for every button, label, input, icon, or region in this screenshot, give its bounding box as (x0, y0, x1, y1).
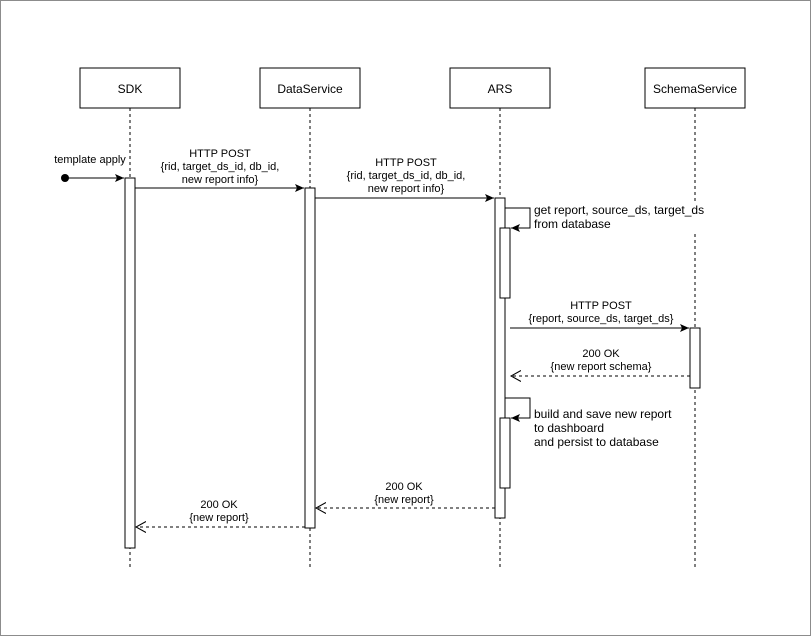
participant-label: DataService (277, 82, 343, 96)
message-label: get report, source_ds, target_ds (534, 203, 704, 217)
message-label: template apply (54, 154, 126, 166)
message-label: {report, source_ds, target_ds} (529, 313, 674, 325)
participant-sdk[interactable]: SDK (79, 67, 181, 109)
message-label: build and save new report (534, 407, 672, 421)
message-ars-self-get: get report, source_ds, target_ds from da… (505, 201, 704, 232)
message-ars-to-dataservice: 200 OK {new report} (316, 478, 495, 508)
message-dataservice-to-ars: HTTP POST {rid, target_ds_id, db_id, new… (315, 155, 494, 202)
participant-label: SchemaService (653, 82, 737, 96)
message-label: new report info} (368, 183, 445, 195)
message-template-apply: template apply (54, 154, 126, 182)
message-dataservice-to-sdk: 200 OK {new report} (136, 496, 305, 527)
activation-ars-nested-1 (499, 227, 511, 299)
message-label: {new report} (189, 512, 249, 524)
message-label: {rid, target_ds_id, db_id, (161, 161, 280, 173)
activation-schemaservice (689, 327, 701, 389)
participant-dataservice[interactable]: DataService (259, 67, 361, 109)
message-sdk-to-dataservice: HTTP POST {rid, target_ds_id, db_id, new… (135, 146, 304, 192)
participant-label: ARS (488, 82, 513, 96)
activation-ars (494, 197, 506, 519)
message-label: and persist to database (534, 435, 659, 449)
message-label: 200 OK (385, 481, 423, 493)
message-label: from database (534, 217, 611, 231)
activation-ars-nested-2 (499, 417, 511, 489)
message-label: {rid, target_ds_id, db_id, (347, 170, 466, 182)
message-label: {new report} (374, 494, 434, 506)
message-ars-self-build: build and save new report to dashboard a… (505, 397, 676, 450)
participant-label: SDK (118, 82, 143, 96)
message-label: HTTP POST (189, 148, 251, 160)
message-label: 200 OK (582, 348, 620, 360)
message-ars-to-schemaservice: HTTP POST {report, source_ds, target_ds} (510, 298, 689, 332)
activation-sdk (124, 177, 136, 549)
message-label: HTTP POST (570, 300, 632, 312)
participant-schemaservice[interactable]: SchemaService (644, 67, 746, 109)
participant-ars[interactable]: ARS (449, 67, 551, 109)
message-label: 200 OK (200, 499, 238, 511)
message-label: {new report schema} (551, 361, 652, 373)
activation-dataservice (304, 187, 316, 529)
message-label: HTTP POST (375, 157, 437, 169)
message-schemaservice-to-ars: 200 OK {new report schema} (511, 345, 690, 376)
message-label: new report info} (182, 174, 259, 186)
message-label: to dashboard (534, 421, 604, 435)
